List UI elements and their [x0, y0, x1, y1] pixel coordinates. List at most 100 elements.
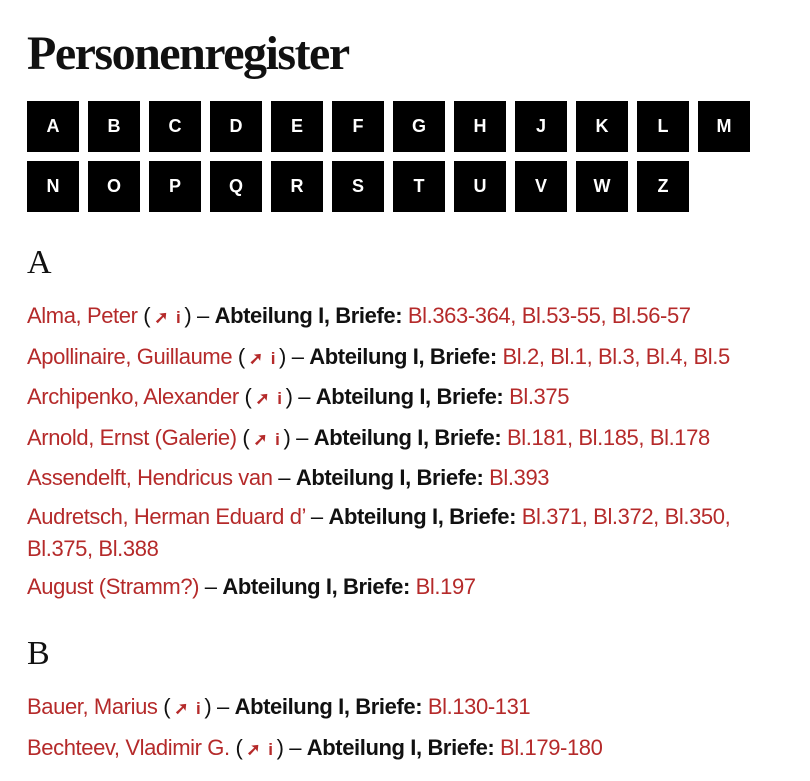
external-link-icon[interactable]: ➚	[154, 308, 169, 327]
page-title: Personenregister	[27, 27, 350, 80]
letter-button-r[interactable]: R	[271, 161, 323, 212]
folio-link[interactable]: Bl.197	[415, 574, 476, 599]
dash-separator: –	[285, 343, 310, 369]
section-label: Abteilung I, Briefe:	[313, 424, 502, 450]
person-name-link[interactable]: Bauer, Marius	[27, 694, 158, 719]
letter-button-a[interactable]: A	[27, 101, 79, 152]
register-entry: Bauer, Marius (➚i) – Abteilung I, Briefe…	[27, 691, 787, 725]
person-name-link[interactable]: Assendelft, Hendricus van	[27, 465, 273, 490]
letter-button-q[interactable]: Q	[210, 161, 262, 212]
letter-button-w[interactable]: W	[576, 161, 628, 212]
folio-link[interactable]: Bl.185	[578, 424, 639, 450]
letter-button-e[interactable]: E	[271, 101, 323, 152]
folio-link[interactable]: Bl.3	[598, 343, 635, 369]
section-label: Abteilung I, Briefe:	[309, 343, 497, 369]
external-link-icon[interactable]: ➚	[255, 389, 270, 408]
info-icon[interactable]: i	[176, 308, 181, 327]
external-link-icon[interactable]: ➚	[253, 429, 268, 449]
folio-separator: ,	[653, 503, 665, 529]
letter-button-z[interactable]: Z	[637, 161, 689, 212]
open-paren: (	[163, 694, 171, 719]
letter-button-b[interactable]: B	[88, 101, 140, 152]
folio-link[interactable]: Bl.372	[593, 503, 654, 529]
person-name-link[interactable]: Alma, Peter	[27, 303, 138, 328]
letter-button-p[interactable]: P	[149, 161, 201, 212]
section-label: Abteilung I, Briefe:	[328, 503, 517, 529]
folio-link[interactable]: Bl.363-364	[407, 303, 511, 328]
letter-button-h[interactable]: H	[454, 101, 506, 152]
person-name-link[interactable]: Audretsch, Herman Eduard d’	[27, 503, 306, 529]
register-entry: Assendelft, Hendricus van – Abteilung I,…	[27, 462, 787, 494]
info-icon[interactable]: i	[277, 389, 282, 408]
letter-button-u[interactable]: U	[454, 161, 506, 212]
letter-button-j[interactable]: J	[515, 101, 567, 152]
section-heading: B	[27, 635, 50, 672]
folio-separator: ,	[538, 343, 551, 369]
folio-link[interactable]: Bl.53-55	[521, 303, 601, 328]
section-label: Abteilung I, Briefe:	[214, 303, 403, 328]
folio-link[interactable]: Bl.5	[693, 343, 731, 369]
folio-link[interactable]: Bl.178	[649, 424, 710, 450]
folio-link[interactable]: Bl.375	[27, 535, 87, 561]
folio-separator: ,	[634, 343, 646, 369]
folio-link[interactable]: Bl.2	[502, 343, 540, 369]
open-paren: (	[242, 424, 250, 450]
letter-button-n[interactable]: N	[27, 161, 79, 212]
folio-separator: ,	[600, 303, 612, 328]
external-link-icon[interactable]: ➚	[248, 348, 263, 368]
person-name-link[interactable]: Bechteev, Vladimir G.	[27, 734, 230, 760]
person-name-link[interactable]: August (Stramm?)	[27, 574, 200, 599]
register-entry: Bechteev, Vladimir G. (➚i) – Abteilung I…	[27, 732, 787, 766]
letter-button-d[interactable]: D	[210, 101, 262, 152]
folio-link[interactable]: Bl.350	[664, 503, 725, 529]
folio-separator: ,	[510, 303, 522, 328]
folio-link[interactable]: Bl.181	[506, 424, 567, 450]
letter-button-l[interactable]: L	[637, 101, 689, 152]
external-link-icon[interactable]: ➚	[246, 739, 261, 759]
folio-link[interactable]: Bl.393	[489, 465, 550, 490]
folio-link[interactable]: Bl.56-57	[611, 303, 691, 328]
folio-separator: ,	[724, 503, 731, 529]
external-link-icon[interactable]: ➚	[174, 699, 189, 718]
info-icon[interactable]: i	[275, 429, 280, 449]
folio-link[interactable]: Bl.388	[98, 535, 159, 561]
open-paren: (	[244, 384, 252, 409]
register-entry: August (Stramm?) – Abteilung I, Briefe: …	[27, 571, 787, 603]
letter-button-f[interactable]: F	[332, 101, 384, 152]
person-name-link[interactable]: Arnold, Ernst (Galerie)	[27, 424, 237, 450]
folio-separator: ,	[586, 343, 599, 369]
info-icon[interactable]: i	[196, 699, 201, 718]
letter-button-s[interactable]: S	[332, 161, 384, 212]
section-heading: A	[27, 244, 52, 281]
dash-separator: –	[290, 424, 314, 450]
folio-link[interactable]: Bl.375	[509, 384, 570, 409]
folio-link[interactable]: Bl.371	[521, 503, 582, 529]
letter-button-k[interactable]: K	[576, 101, 628, 152]
close-paren: )	[204, 694, 212, 719]
person-name-link[interactable]: Apollinaire, Guillaume	[27, 343, 233, 369]
info-icon[interactable]: i	[270, 348, 276, 368]
section-label: Abteilung I, Briefe:	[234, 694, 423, 719]
letter-button-c[interactable]: C	[149, 101, 201, 152]
folio-link[interactable]: Bl.179-180	[500, 734, 603, 760]
open-paren: (	[237, 343, 245, 369]
letter-button-o[interactable]: O	[88, 161, 140, 212]
person-name-link[interactable]: Archipenko, Alexander	[27, 384, 239, 409]
close-paren: )	[283, 424, 291, 450]
folio-separator: ,	[682, 343, 694, 369]
folio-link[interactable]: Bl.130-131	[427, 694, 531, 719]
folio-link[interactable]: Bl.1	[550, 343, 587, 369]
info-icon[interactable]: i	[268, 739, 273, 759]
letter-button-g[interactable]: G	[393, 101, 445, 152]
folio-link[interactable]: Bl.4	[645, 343, 683, 369]
dash-separator: –	[283, 734, 307, 760]
letter-button-t[interactable]: T	[393, 161, 445, 212]
letter-button-v[interactable]: V	[515, 161, 567, 212]
folio-separator: ,	[638, 424, 650, 450]
letter-button-m[interactable]: M	[698, 101, 750, 152]
